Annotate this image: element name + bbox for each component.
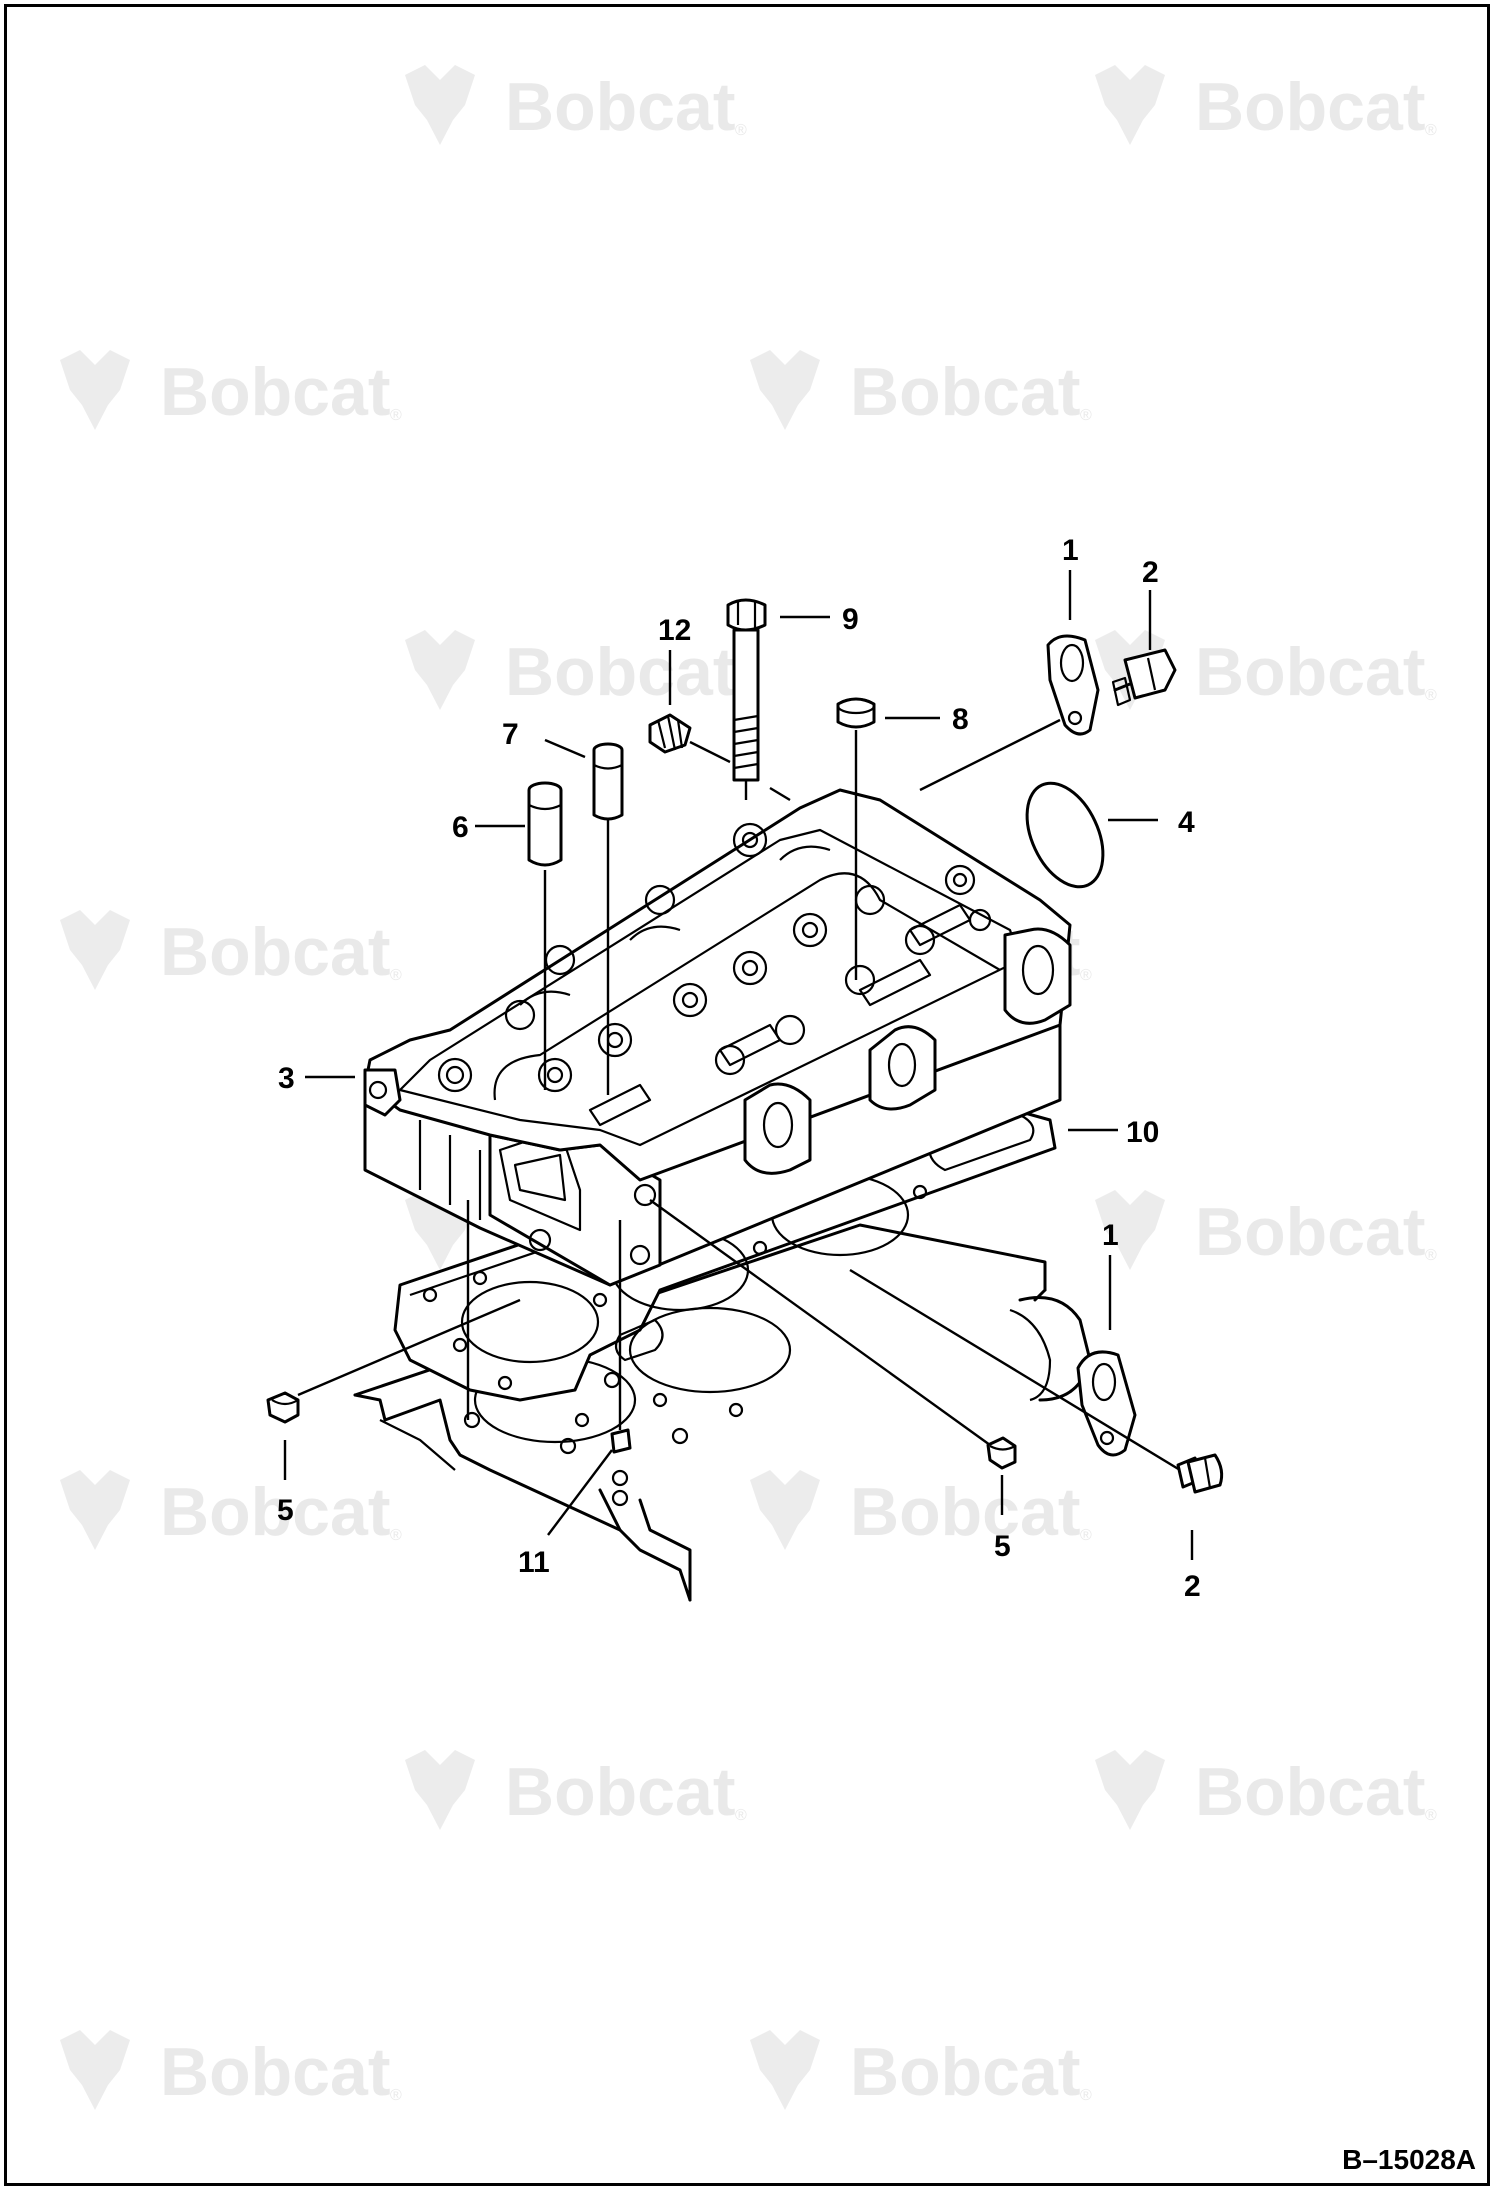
watermark-registered: ® xyxy=(1425,1247,1437,1264)
dowel-pin xyxy=(610,1428,632,1454)
lifting-plate-top xyxy=(1046,634,1100,736)
drawing-reference-number: B–15028A xyxy=(1342,2144,1476,2175)
watermark-registered: ® xyxy=(1080,967,1092,984)
watermark-text: Bobcat xyxy=(1195,1194,1425,1270)
bobcat-logo-icon xyxy=(60,910,130,990)
callout-4: 4 xyxy=(1178,806,1195,839)
watermark-registered: ® xyxy=(735,1807,747,1824)
bobcat-logo-icon xyxy=(405,65,475,145)
bolt-bottom xyxy=(1176,1453,1224,1494)
watermark-text: Bobcat xyxy=(505,1754,735,1830)
watermark-registered: ® xyxy=(1080,2087,1092,2104)
watermark-registered: ® xyxy=(1425,687,1437,704)
valve-cap xyxy=(836,697,876,729)
plug xyxy=(1025,781,1105,889)
bolt-top xyxy=(1111,648,1177,707)
lifting-plate-bottom xyxy=(1076,1350,1137,1457)
callout-3: 3 xyxy=(278,1062,295,1095)
watermark-registered: ® xyxy=(1425,1807,1437,1824)
callout-1-top: 1 xyxy=(1062,534,1079,567)
callout-8: 8 xyxy=(952,703,969,736)
callout-7: 7 xyxy=(502,718,519,751)
callout-5-left: 5 xyxy=(277,1494,294,1527)
callout-1-bottom: 1 xyxy=(1102,1219,1119,1252)
bobcat-logo-icon xyxy=(60,2030,130,2110)
watermark-text: Bobcat xyxy=(505,634,735,710)
head-bolt xyxy=(726,598,767,782)
watermark-text: Bobcat xyxy=(850,1474,1080,1550)
watermark-text: Bobcat xyxy=(850,354,1080,430)
bobcat-logo-icon xyxy=(405,630,475,710)
watermark-registered: ® xyxy=(390,407,402,424)
watermark-text: Bobcat xyxy=(160,354,390,430)
bobcat-logo-icon xyxy=(60,350,130,430)
nut-right xyxy=(986,1436,1017,1470)
watermark-registered: ® xyxy=(390,1527,402,1544)
watermark-text: Bobcat xyxy=(1195,69,1425,145)
callout-6: 6 xyxy=(452,811,469,844)
small-plug xyxy=(648,713,692,754)
bobcat-logo-icon xyxy=(750,1470,820,1550)
watermark-text: Bobcat xyxy=(160,2034,390,2110)
watermark-registered: ® xyxy=(1425,122,1437,139)
cylinder-head xyxy=(363,788,1072,1287)
watermark-registered: ® xyxy=(735,122,747,139)
callout-2-bottom: 2 xyxy=(1184,1570,1201,1603)
watermark-text: Bobcat xyxy=(505,69,735,145)
nut-left xyxy=(266,1391,300,1424)
valve-guide-6 xyxy=(527,781,563,867)
watermark-text: Bobcat xyxy=(160,914,390,990)
bobcat-logo-icon xyxy=(405,1750,475,1830)
bobcat-logo-icon xyxy=(1095,1190,1165,1270)
callout-5-right: 5 xyxy=(994,1530,1011,1563)
bobcat-logo-icon xyxy=(1095,1750,1165,1830)
bobcat-logo-icon xyxy=(1095,65,1165,145)
bobcat-logo-icon xyxy=(750,350,820,430)
callout-11: 11 xyxy=(518,1546,550,1579)
watermark-text: Bobcat xyxy=(1195,634,1425,710)
watermark-text: Bobcat xyxy=(1195,1754,1425,1830)
callout-10: 10 xyxy=(1126,1116,1159,1149)
valve-guide-7 xyxy=(592,742,624,821)
bobcat-logo-icon xyxy=(750,2030,820,2110)
callout-2-top: 2 xyxy=(1142,556,1159,589)
callout-12: 12 xyxy=(658,614,691,647)
watermark-registered: ® xyxy=(1080,407,1092,424)
watermark-registered: ® xyxy=(390,967,402,984)
callout-9: 9 xyxy=(842,603,859,636)
callout-labels: 1 2 12 9 8 7 6 4 3 10 1 5 11 5 2 xyxy=(277,534,1201,1603)
watermark-text: Bobcat xyxy=(850,2034,1080,2110)
bobcat-logo-icon xyxy=(60,1470,130,1550)
leader-lines xyxy=(283,570,1194,1560)
watermark-registered: ® xyxy=(390,2087,402,2104)
watermark-text: Bobcat xyxy=(160,1474,390,1550)
watermark-registered: ® xyxy=(1080,1527,1092,1544)
